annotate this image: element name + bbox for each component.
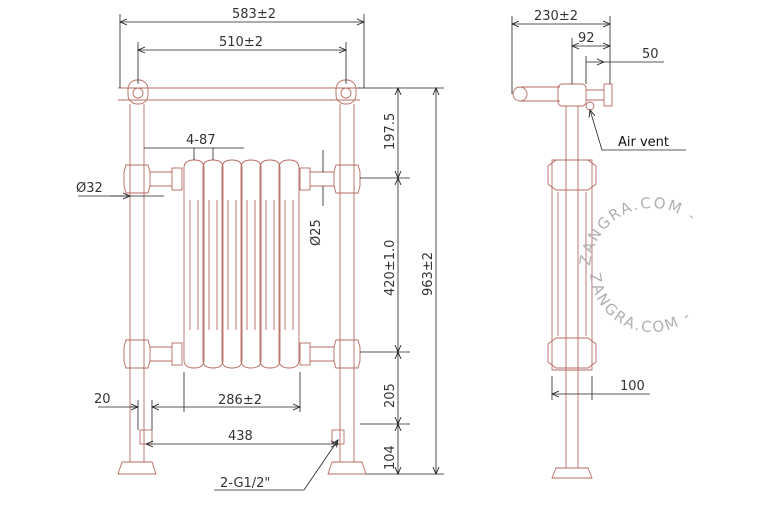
radiator-sections xyxy=(183,159,300,369)
label-side-vent: 50 xyxy=(642,47,659,62)
label-bar-width: 510±2 xyxy=(219,35,263,50)
label-top-offset: 197.5 xyxy=(383,113,398,150)
label-column-diameter: Ø25 xyxy=(309,219,324,246)
label-radiator-width: 286±2 xyxy=(218,393,262,408)
front-view xyxy=(117,79,367,475)
side-view xyxy=(512,83,613,479)
label-foot-offset: 20 xyxy=(94,392,111,407)
watermark: ZANGRA.COM - ZANGRA.COM - xyxy=(576,194,701,337)
dimension-labels: 583±2 510±2 4-87 Ø32 286±2 20 438 2-G1/2… xyxy=(76,7,669,491)
front-dimensions xyxy=(78,14,444,491)
label-total-height: 963±2 xyxy=(421,252,436,296)
side-dimensions xyxy=(512,16,686,400)
label-side-base: 100 xyxy=(620,379,645,394)
label-radiator-height: 420±1.0 xyxy=(383,240,398,296)
watermark-top: ZANGRA.COM - xyxy=(576,194,701,267)
label-side-mid: 92 xyxy=(578,31,595,46)
label-side-depth: 230±2 xyxy=(534,9,578,24)
label-floor-height: 104 xyxy=(383,445,398,470)
watermark-bottom: ZANGRA.COM - xyxy=(586,272,695,337)
label-pipe-diameter: Ø32 xyxy=(76,181,103,196)
label-bottom-offset: 205 xyxy=(383,383,398,408)
label-air-vent: Air vent xyxy=(618,135,669,150)
label-connection-thread: 2-G1/2" xyxy=(220,476,270,491)
label-section-pitch: 4-87 xyxy=(186,133,216,148)
label-connection-distance: 438 xyxy=(228,429,253,444)
label-overall-width: 583±2 xyxy=(232,7,276,22)
